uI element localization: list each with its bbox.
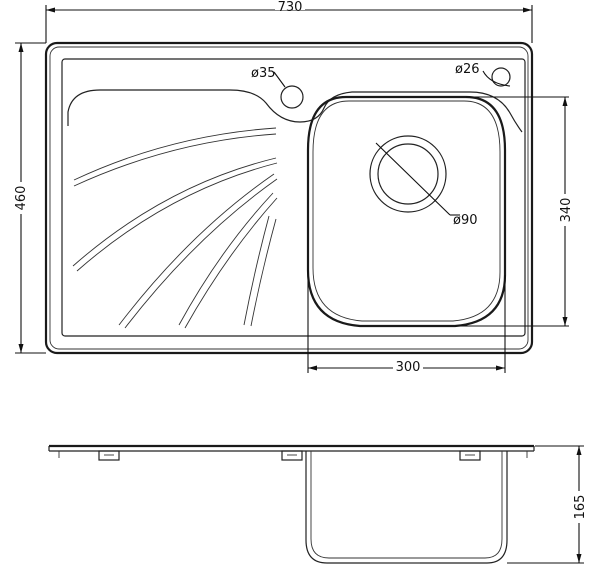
dimension-overall-depth: 460	[13, 42, 46, 354]
overflow-hole	[491, 67, 511, 87]
mounting-clip-middle	[281, 450, 303, 461]
sink-top-view	[44, 41, 534, 355]
overall-depth-label: 460	[14, 186, 29, 211]
overall-width-label: 730	[278, 0, 303, 15]
tap-hole-label: ø35	[251, 66, 276, 81]
sink-deck-edge	[61, 58, 526, 337]
tap-hole	[280, 85, 304, 109]
overflow-label: ø26	[455, 62, 480, 77]
dimension-bowl-height: 165	[507, 445, 588, 564]
sink-outer-rim	[44, 41, 534, 355]
bowl-depth-label: 340	[559, 198, 574, 223]
mounting-clip-right	[459, 450, 481, 461]
mounting-clip-left	[98, 450, 120, 461]
drainboard-grooves	[72, 127, 278, 329]
dimension-overall-width: 730	[45, 0, 533, 43]
sink-side-view	[48, 444, 535, 564]
drain-outer	[369, 135, 447, 213]
bowl-profile	[305, 451, 508, 564]
bowl-height-label: 165	[573, 495, 588, 520]
dimension-bowl-depth: 340	[455, 96, 574, 327]
drain-label: ø90	[453, 213, 478, 228]
drain-inner	[377, 143, 439, 205]
dimension-bowl-width: 300	[307, 270, 506, 375]
bowl-width-label: 300	[396, 360, 421, 375]
